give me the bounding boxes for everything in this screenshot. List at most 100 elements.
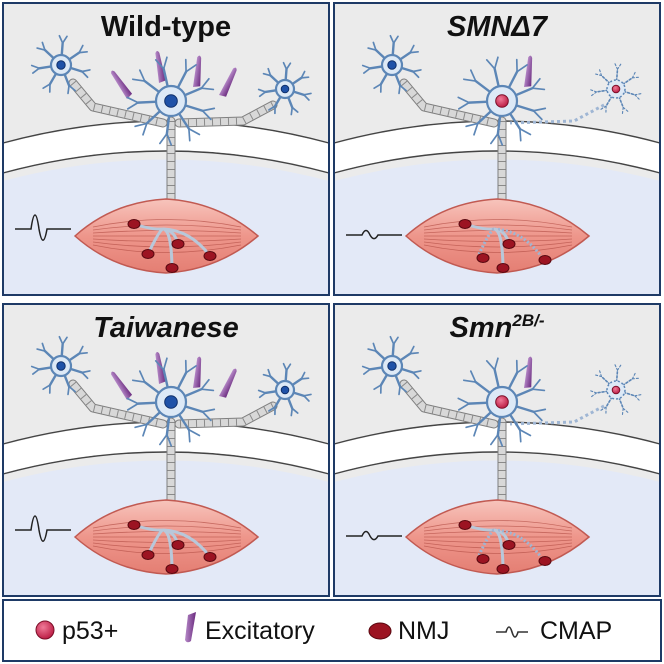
dendrite-branch [409, 44, 415, 54]
axon-branch [477, 227, 495, 255]
dendrite-branch [634, 395, 641, 402]
dendrite-branch [497, 433, 504, 447]
nmj [165, 564, 179, 574]
dendrite-branch [285, 62, 292, 71]
dendrite-branch [67, 84, 70, 95]
dendrite [391, 342, 395, 359]
dendrite [68, 367, 84, 374]
legend-label-excitatory: Excitatory [205, 617, 315, 645]
dendrite-branch [200, 87, 215, 91]
dendrite [605, 396, 613, 408]
excitatory-terminal [219, 67, 237, 97]
dendrite [136, 401, 159, 405]
axon-branch [493, 227, 543, 257]
dendrite-branch [78, 44, 84, 54]
nucleus [56, 361, 66, 371]
dendrite-branch [257, 389, 267, 394]
p53-nucleus [611, 385, 621, 395]
dendrite-branch [185, 365, 197, 374]
dendrite-branch [532, 410, 543, 422]
dendrite-branch [598, 369, 603, 378]
dendrite-branch [32, 67, 41, 74]
dendrite-branch [389, 34, 395, 44]
dendrite [615, 68, 619, 82]
nucleus [387, 60, 397, 70]
dendrite [615, 369, 619, 383]
excitatory-terminal [111, 371, 133, 400]
dendrite [496, 414, 502, 436]
cord-boundary-lower [2, 150, 330, 174]
excitatory-shape [193, 356, 202, 388]
dendrite-branch [621, 407, 624, 417]
dendrite-branch [30, 64, 41, 70]
dendrite-branch [409, 352, 419, 355]
dendrite-branch [41, 342, 46, 352]
dendrite-branch [519, 428, 522, 443]
dendrite-branch [81, 69, 91, 73]
excitatory-shape [155, 51, 166, 83]
dendrite-branch [67, 385, 70, 396]
muscle-fiber [423, 219, 573, 228]
interneuron-right [257, 362, 312, 417]
dendrite-tree [361, 34, 422, 95]
dendrite [43, 48, 56, 61]
nmj [203, 251, 217, 261]
dendrite [513, 103, 535, 112]
muscle-fiber [92, 241, 242, 248]
dendrite-tree [257, 362, 312, 417]
dendrite-branch [532, 109, 543, 121]
dendrite-branch [58, 34, 64, 44]
dendrite-branch [290, 106, 294, 116]
dendrite-branch [412, 69, 422, 73]
nmj [165, 263, 179, 273]
legend-item-p53: p53+ [35, 617, 118, 645]
dendrite-branch [159, 132, 168, 145]
dendrite [508, 111, 522, 130]
dendrite-branch [268, 105, 276, 111]
muscle-fiber [423, 520, 573, 529]
legend-frame [2, 599, 662, 662]
dendrite [476, 108, 494, 125]
nmj [127, 219, 141, 229]
dendrite-branch [58, 335, 64, 345]
muscle-fiber [423, 542, 573, 549]
dendrite-branch [363, 67, 372, 74]
dendrite [467, 401, 490, 405]
dendrite-branch [613, 363, 619, 371]
dendrite-branch [267, 67, 272, 77]
dendrite-branch [262, 72, 272, 77]
dendrite-branch [519, 127, 532, 136]
interneuron-axon-left [399, 78, 499, 128]
dendrite [43, 349, 56, 362]
dendrite-branch [389, 335, 395, 345]
muscle-fiber [92, 545, 242, 554]
dendrite-branch [412, 370, 422, 374]
dendrite-branch [68, 84, 76, 92]
dendrite-branch [392, 35, 399, 44]
muscle-fiber [423, 244, 573, 253]
dendrite-branch [78, 51, 88, 54]
dendrite-branch [291, 407, 299, 414]
dendrite-branch [373, 384, 382, 391]
motor-neuron [457, 357, 547, 447]
excitatory-shape [524, 356, 533, 388]
dendrite [165, 414, 171, 436]
dendrite [600, 74, 611, 85]
p53-nucleus [611, 84, 621, 94]
nucleus [164, 395, 178, 409]
dendrite-tree [457, 357, 547, 447]
muscle-fiber [92, 219, 242, 228]
dendrite-branch [42, 83, 51, 90]
cmap-trace [346, 530, 402, 541]
dendrite-branch [126, 397, 139, 405]
legend-label-cmap: CMAP [540, 617, 612, 645]
nucleus [280, 84, 290, 94]
dendrite-branch [457, 397, 470, 405]
nmj [496, 263, 510, 273]
nucleus [387, 361, 397, 371]
dendrite-branch [201, 410, 212, 422]
dendrite-branch [590, 91, 597, 97]
panel-frame [2, 303, 330, 597]
